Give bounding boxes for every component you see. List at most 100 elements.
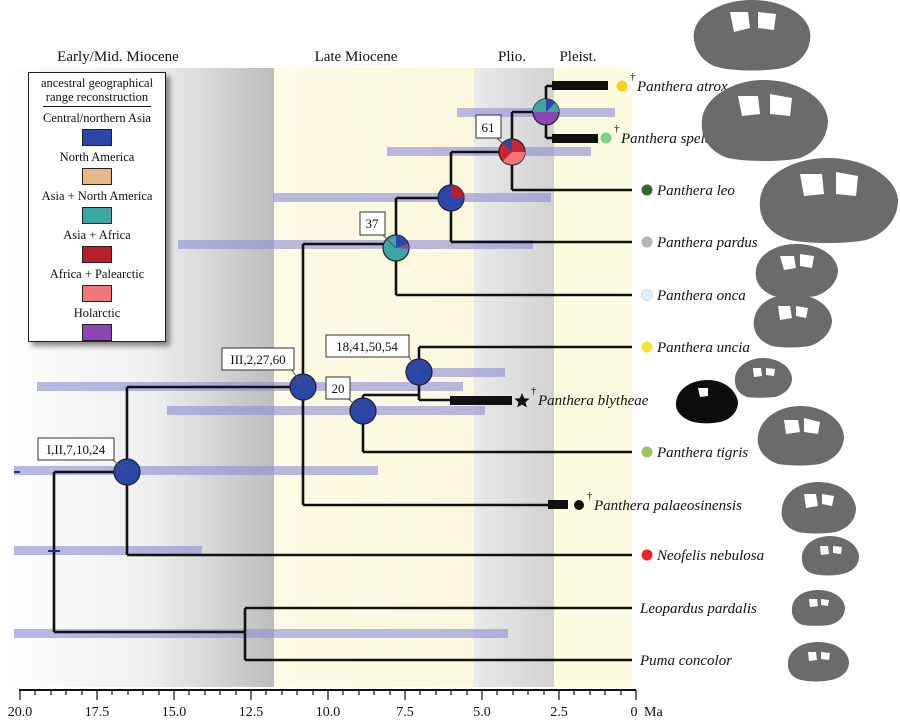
axis-unit: Ma [644, 705, 663, 720]
tip-dot-leo [641, 184, 653, 196]
taxon-label-pardus: Panthera pardus [656, 235, 758, 251]
node-label-tigris-clade: 20 [332, 381, 345, 396]
node-blue-slice [546, 99, 555, 112]
taxon-label-palaeosinensis: Panthera palaeosinensis [593, 498, 742, 514]
node-label-panthera: III,2,27,60 [230, 352, 285, 367]
callout-box [325, 376, 351, 400]
tip-dot-uncia [641, 341, 653, 353]
axis-tick-label: 20.0 [8, 705, 33, 720]
tip-dot-palaeosinensis [574, 500, 584, 510]
period-label-pleistocene: Pleist. [559, 49, 596, 65]
band-pleistocene [554, 68, 632, 687]
taxon-label-puma: Puma concolor [639, 653, 732, 669]
callout-box [475, 114, 502, 139]
axis-tick-label: 15.0 [162, 705, 187, 720]
callout-box [359, 211, 386, 236]
skull-spelaea-image [701, 80, 828, 161]
taxon-label-uncia: Panthera uncia [656, 340, 750, 356]
node-teal-slice [396, 235, 408, 248]
hpd-bar [14, 629, 508, 638]
legend-item-africa-palearctic: Africa + Palearctic [29, 265, 165, 304]
node-pink-slice [503, 152, 525, 165]
stem-highlight [14, 471, 60, 552]
skull-pardus-image [755, 244, 838, 298]
legend-item-label: Central/northern Asia [43, 111, 151, 125]
legend-swatch [82, 324, 112, 341]
legend-item-label: Asia + Africa [63, 228, 131, 242]
legend-item-asia-africa: Asia + Africa [29, 226, 165, 265]
skull-tigris-image [757, 406, 844, 466]
period-label-early-mid-miocene: Early/Mid. Miocene [57, 49, 179, 65]
taxon-label-spelaea: Panthera spelaea [620, 131, 726, 147]
taxon-label-tigris: Panthera tigris [656, 445, 748, 461]
hpd-bar [14, 466, 378, 475]
fossil-ranges [450, 81, 608, 509]
legend-swatch [82, 207, 112, 224]
legend-item-asia-north-america: Asia + North America [29, 187, 165, 226]
node-label-lion-clade: 61 [482, 120, 495, 135]
skull-uncia-image [734, 358, 792, 398]
hpd-bar [14, 546, 202, 555]
callout-box [221, 347, 295, 371]
star-icon [514, 393, 530, 408]
taxon-label-leo: Panthera leo [656, 183, 735, 199]
legend-divider [43, 106, 151, 107]
legend-title-line-2: range reconstruction [45, 90, 149, 104]
axis-tick-label: 12.5 [239, 705, 264, 720]
legend-swatch [82, 129, 112, 146]
skull-onca-image [753, 294, 832, 348]
legend-item-label: Holarctic [73, 306, 121, 320]
skull-blytheae-image [675, 380, 738, 424]
taxon-label-atrox: Panthera atrox [636, 79, 728, 95]
legend-swatch [82, 246, 112, 263]
skull-palaeosinensis-image [781, 482, 856, 534]
legend-item-central-northern-asia: Central/northern Asia [29, 109, 165, 148]
skull-leo-image [759, 158, 898, 243]
taxon-label-blytheae: Panthera blytheae [537, 393, 649, 409]
period-label-late-miocene: Late Miocene [315, 49, 398, 65]
fossil-range-blytheae [450, 396, 512, 405]
legend-title-line-1: ancestral geographical [40, 76, 154, 90]
tip-dot-spelaea [600, 132, 612, 144]
band-pliocene [474, 68, 554, 687]
legend-swatch [82, 168, 112, 185]
node-label-uncia-clade: 18,41,50,54 [336, 339, 398, 354]
dagger-palaeosinensis: † [587, 490, 593, 502]
callout-box [37, 437, 115, 461]
taxon-label-onca: Panthera onca [656, 288, 746, 304]
skull-neofelis-image [801, 536, 859, 576]
skull-silhouettes [675, 0, 898, 682]
tip-dot-neofelis [641, 549, 653, 561]
dagger-blytheae: † [531, 385, 537, 397]
fossil-range-spelaea [552, 134, 598, 143]
axis-tick-label: 10.0 [316, 705, 341, 720]
tip-dot-tigris [641, 446, 653, 458]
legend-item-label: Africa + Palearctic [49, 267, 145, 281]
tip-markers [514, 80, 653, 561]
legend-item-label: North America [59, 150, 135, 164]
node-teal-slice [396, 244, 409, 249]
legend-item-holarctic: Holarctic [29, 304, 165, 343]
tip-dot-onca [641, 289, 653, 301]
ancestral-nodes [113, 98, 560, 486]
fossil-range-palaeosinensis [548, 500, 568, 509]
legend-item-label: Asia + North America [41, 189, 153, 203]
legend-item-north-america: North America [29, 148, 165, 187]
tip-dot-pardus [641, 236, 653, 248]
node-label-leo-onca-clade: 37 [366, 216, 380, 231]
tip-dot-atrox [616, 80, 628, 92]
axis-tick-label: 5.0 [473, 705, 491, 720]
fossil-range-atrox [552, 81, 608, 90]
skull-leopardus-image [791, 590, 845, 626]
taxon-label-leopardus: Leopardus pardalis [639, 601, 757, 617]
axis-tick-label: 7.5 [396, 705, 414, 720]
dagger-atrox: † [630, 71, 636, 83]
dagger-spelaea: † [614, 123, 620, 135]
skull-atrox-image [693, 0, 811, 71]
legend: ancestral geographical range reconstruct… [28, 72, 166, 342]
node-red-slice [451, 185, 464, 198]
time-axis: 20.0 17.5 15.0 12.5 10.0 7.5 5.0 2.5 0 M… [8, 689, 663, 720]
axis-tick-label: 0 [631, 705, 638, 720]
axis-tick-label: 17.5 [85, 705, 110, 720]
